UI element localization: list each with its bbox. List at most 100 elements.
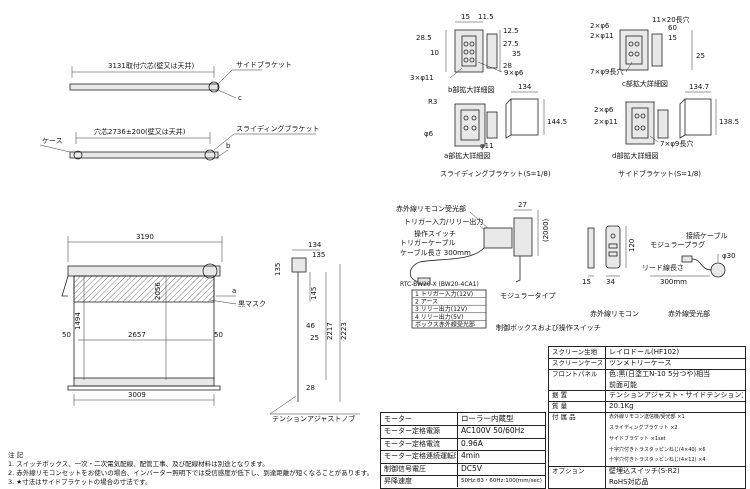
c-detail-caption: c部拡大詳細図 <box>622 79 668 88</box>
note-3: 3. ★寸法はサイドブラケットの場合の寸法です。 <box>8 478 152 486</box>
a-detail: R3 φ6 φ11 134 144.5 a部拡大詳細図 <box>424 83 567 160</box>
spec-row: オプション壁埋込スイッチ(S-R2) <box>549 466 745 478</box>
dim-135-left: 135 <box>274 263 282 276</box>
ir-receiver-label: 赤外線リモコン受光部 <box>396 204 466 213</box>
dim-25: 25 <box>310 334 319 342</box>
a-marker: a <box>232 287 236 295</box>
c-dim-25: 25 <box>696 52 705 60</box>
spec-row: 据 置 テンションアジャスト・サイドテンション方式 <box>549 390 745 403</box>
box-dim-2000: (2000) <box>542 218 550 242</box>
spec-row: スクリーン生地 レイロドール(HF102) <box>549 347 745 359</box>
cable-length-label: ケーブル長さ 300mm <box>400 248 471 257</box>
spec-value: 十字穴付きトラスタッピンねじ(4×40) ×6 <box>609 446 706 453</box>
cable-row: 3 リリー出力(12V) <box>415 305 467 313</box>
dim-1494: 1494 <box>74 312 82 330</box>
side-bracket-caption: サイドブラケット(S=1/8) <box>618 169 701 178</box>
receiver-caption: 赤外線受光部 <box>668 309 710 318</box>
elec-key: モーター <box>384 415 412 423</box>
elec-value: 4min <box>461 451 480 461</box>
spec-row: 十字穴付きトラスタッピンねじ(4×40) ×6 <box>549 444 745 456</box>
spec-key: 付 属 品 <box>552 413 576 422</box>
elec-row: モーターローラー内蔵型 <box>381 413 545 427</box>
control-box-caption: 制御ボックスおよび操作スイッチ <box>496 323 601 332</box>
c-marker: c <box>238 94 242 102</box>
trigger-io-label: トリガー入力/リリー出力 <box>404 217 483 226</box>
dim-50-right: 50 <box>214 331 223 339</box>
c-holes-2: 2×φ11 <box>590 32 614 40</box>
trigger-cable-label: トリガーケーブル <box>400 238 456 247</box>
d-holes-7: 7×φ9長穴 <box>660 139 693 148</box>
b-holes-9: 9×φ6 <box>504 69 524 77</box>
dim-sliding-hole-pitch: 穴芯2736±200(壁又は天井) <box>94 127 186 136</box>
elec-row: 制御信号電圧 DC5V <box>381 462 545 476</box>
d-detail: 2×φ6 2×φ11 134.7 138.5 7×φ9長穴 d部拡大詳細図 <box>594 83 739 160</box>
spec-value: ツンメトリーケース <box>609 358 672 367</box>
c-holes-1: 2×φ6 <box>590 22 610 30</box>
notes-block: 注 記 1. スイッチボックス、一次・二次電気配線、配管工事、及び配線材料は別途… <box>8 451 373 487</box>
receiver-cable-label: 接続ケーブル <box>686 231 728 240</box>
spec-value: 20.1Kg <box>609 402 634 411</box>
b-detail: 15 11.5 28.5 10 12.5 27.5 35 28 3×φ11 9×… <box>410 13 524 94</box>
remote-caption: 赤外線リモコン <box>590 309 639 318</box>
elec-key: 制御信号電圧 <box>384 464 426 473</box>
dim-28: 28 <box>306 384 315 392</box>
elec-value: DC5V <box>461 463 482 473</box>
notes-title: 注 記 <box>8 451 24 459</box>
cable-row: ボックス赤外線受光部 <box>415 320 475 328</box>
spec-row: RoHS対応品 <box>549 477 745 488</box>
b-dim-11-5: 11.5 <box>478 13 494 21</box>
d-width-134-7: 134.7 <box>689 83 709 91</box>
sliding-bracket-caption: スライディングブラケット(S=1/8) <box>440 169 551 178</box>
ir-remote: 15 34 120 赤外線リモコン <box>582 225 639 318</box>
b-dim-15: 15 <box>461 13 470 21</box>
spec-key: 据 置 <box>552 391 568 400</box>
d-holes-1: 2×φ6 <box>594 106 614 114</box>
b-dim-12-5: 12.5 <box>503 27 519 35</box>
spec-value: 十字穴付きトラスタッピンねじ(4×12) ×4 <box>609 457 706 464</box>
cable-table-title: RTC-BW20-X (BW20-4CA1) <box>400 281 479 288</box>
remote-dim-15: 15 <box>582 278 591 286</box>
b-dim-27-5: 27.5 <box>503 40 519 48</box>
b-dim-28: 28 <box>503 62 512 70</box>
a-phi6: φ6 <box>424 130 434 138</box>
c-dim-60: 60 <box>668 24 677 32</box>
dim-2223: 2223 <box>340 322 348 340</box>
spec-value: レイロドール(HF102) <box>609 348 680 356</box>
tension-knob-label: テンションアジャストノブ <box>272 414 355 423</box>
b-dim-35: 35 <box>512 50 521 58</box>
black-mask-label: 黒マスク <box>238 300 266 308</box>
op-switch-label: 操作スイッチ <box>414 229 456 238</box>
elec-row: 昇降速度 50Hz:83・60Hz:100(mm/sec) <box>381 475 545 488</box>
b-dim-10: 10 <box>430 49 439 57</box>
spec-row: スライディングブラケット ×2 <box>549 422 745 434</box>
spec-row: サイドブラケット ×1set <box>549 433 745 445</box>
spec-key: スクリーンケース <box>552 358 602 367</box>
front-view: 3190 2056 1494 2657 50 50 3009 a 黒マスク 13… <box>61 233 360 423</box>
spec-key: スクリーン生地 <box>552 348 598 356</box>
b-dim-28-5: 28.5 <box>416 34 432 42</box>
side-bracket-label: サイドブラケット <box>236 60 292 69</box>
remote-dim-120: 120 <box>628 239 636 252</box>
control-box: 赤外線リモコン受光部 トリガー入力/リリー出力 操作スイッチ トリガーケーブル … <box>396 201 601 332</box>
spec-value: 前面可能 <box>609 380 637 389</box>
sliding-bracket-label: スライディングブラケット <box>236 124 320 133</box>
case-top-view-side: 3131取付穴芯(壁又は天井) サイドブラケット c <box>69 60 292 102</box>
spec-key: フロントパネル <box>552 369 598 378</box>
c-slot: 11×20長穴 <box>652 15 690 24</box>
c-detail: 2×φ6 2×φ11 11×20長穴 60 15 25 7×φ9長穴 c部拡大詳… <box>590 15 705 88</box>
elec-key: 昇降速度 <box>384 477 412 485</box>
elec-key: モーター定格電流 <box>384 439 440 448</box>
cable-row: 2 アース <box>415 299 438 306</box>
spec-value: RoHS対応品 <box>609 478 649 487</box>
elec-key: モーター定格電源 <box>384 427 440 436</box>
elec-row: モーター定格連続運転時間4min <box>381 450 545 464</box>
spec-value: スライディングブラケット ×2 <box>609 424 678 431</box>
spec-value: テンションアジャスト・サイドテンション方式 <box>609 391 743 400</box>
elec-value: AC100V 50/60Hz <box>461 426 525 436</box>
a-r3: R3 <box>428 98 437 106</box>
elec-value: 50Hz:83・60Hz:100(mm/sec) <box>461 478 542 484</box>
case-top-view-sliding: 穴芯2736±200(壁又は天井) ケース スライディングブラケット b <box>39 124 320 161</box>
spec-row: フロントパネル色:黒(日塗工N-10 5分つや)相当 <box>549 368 745 380</box>
